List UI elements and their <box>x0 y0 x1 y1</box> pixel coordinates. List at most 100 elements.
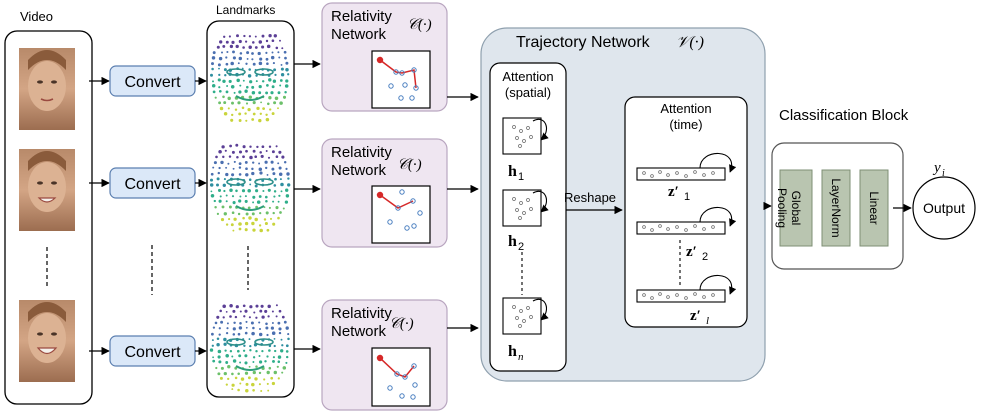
landmark-point <box>220 366 224 370</box>
landmark-point <box>236 155 239 159</box>
landmark-point <box>249 349 252 352</box>
landmark-point <box>248 365 251 368</box>
landmark-point <box>271 51 274 54</box>
landmark-point <box>269 217 273 220</box>
landmark-point <box>278 166 282 170</box>
landmark-point <box>225 310 228 313</box>
landmark-point <box>258 61 263 66</box>
landmark-point <box>274 349 277 353</box>
output-var: y <box>932 160 941 176</box>
relativity-func-1: 𝒞(·) <box>407 17 432 33</box>
landmark-point <box>272 222 276 226</box>
landmark-point <box>251 331 255 336</box>
landmark-point <box>223 342 227 346</box>
landmark-point <box>212 80 214 83</box>
landmark-point <box>232 50 235 54</box>
landmark-point <box>218 89 222 93</box>
landmark-mouth <box>235 205 265 211</box>
landmark-point <box>228 155 232 158</box>
landmark-point <box>232 327 236 331</box>
landmark-point <box>214 205 217 209</box>
landmark-point <box>252 41 255 44</box>
landmark-point <box>227 107 230 110</box>
landmark-point <box>249 305 253 309</box>
convert-box-1: Convert <box>109 65 196 97</box>
landmark-point <box>229 304 233 308</box>
landmark-point <box>232 333 236 336</box>
landmark-point <box>231 40 235 44</box>
landmark-point <box>271 167 275 171</box>
landmark-point <box>278 331 282 335</box>
landmark-point <box>226 322 229 325</box>
output-label: Output <box>923 200 965 216</box>
landmark-point <box>243 34 246 38</box>
landmark-point <box>229 350 233 353</box>
landmark-point <box>251 52 254 55</box>
landmark-point <box>235 143 239 147</box>
landmark-point <box>270 160 274 164</box>
landmark-point <box>219 106 224 111</box>
landmark-point <box>268 96 272 100</box>
landmark-point <box>258 321 261 324</box>
landmark-point <box>245 149 248 153</box>
landmark-point <box>266 44 271 49</box>
landmark-point <box>209 183 214 187</box>
landmark-point <box>211 67 214 71</box>
landmark-point <box>238 150 243 154</box>
relativity-subtitle-n: Network <box>331 323 387 340</box>
landmark-point <box>245 62 248 65</box>
landmark-point <box>273 190 277 193</box>
landmark-point <box>242 304 246 308</box>
landmark-point <box>242 216 245 220</box>
landmark-point <box>232 229 235 232</box>
landmark-point <box>280 190 283 193</box>
landmark-point <box>224 74 227 77</box>
landmark-point <box>267 102 270 106</box>
landmark-point <box>231 355 234 358</box>
landmark-point <box>238 222 242 226</box>
landmark-point <box>226 85 229 87</box>
landmark-point <box>273 68 277 72</box>
landmark-point <box>210 194 215 198</box>
landmark-point <box>282 95 287 99</box>
landmark-point <box>271 39 275 43</box>
landmark-point <box>233 91 236 94</box>
landmark-point <box>238 173 242 176</box>
landmark-point <box>215 366 218 370</box>
landmark-point <box>238 199 242 203</box>
landmark-point <box>212 356 215 359</box>
landmark-point <box>264 360 267 363</box>
landmark-point <box>281 315 285 319</box>
landmark-point <box>222 155 225 159</box>
landmark-point <box>274 96 279 101</box>
landmark-point <box>287 333 290 336</box>
landmark-point <box>285 344 289 348</box>
convert-box-2: Convert <box>109 167 196 199</box>
time-node-2 <box>636 206 737 235</box>
spatial-attention-title: Attention <box>502 69 553 84</box>
landmark-point <box>266 382 269 385</box>
landmark-point <box>216 45 220 49</box>
landmark-point <box>280 73 285 77</box>
layernorm-label: LayerNorm <box>829 178 843 237</box>
landmark-point <box>232 167 235 170</box>
landmark-point <box>255 365 258 368</box>
landmark-point <box>217 372 221 376</box>
landmark-point <box>249 80 253 84</box>
landmark-point <box>267 315 270 318</box>
landmark-point <box>245 119 248 122</box>
landmark-point <box>245 102 249 105</box>
landmark-point <box>238 90 242 94</box>
landmark-point <box>217 355 221 359</box>
landmark-point <box>260 101 263 104</box>
landmark-point <box>287 337 290 341</box>
landmark-point <box>245 320 248 323</box>
landmark-point <box>225 194 228 197</box>
landmark-point <box>218 101 222 105</box>
landmark-point <box>270 55 275 60</box>
landmark-point <box>278 309 282 313</box>
landmarks-title: Landmarks <box>216 3 275 17</box>
landmark-point <box>239 195 242 198</box>
landmark-point <box>259 57 263 61</box>
landmark-point <box>227 162 230 165</box>
